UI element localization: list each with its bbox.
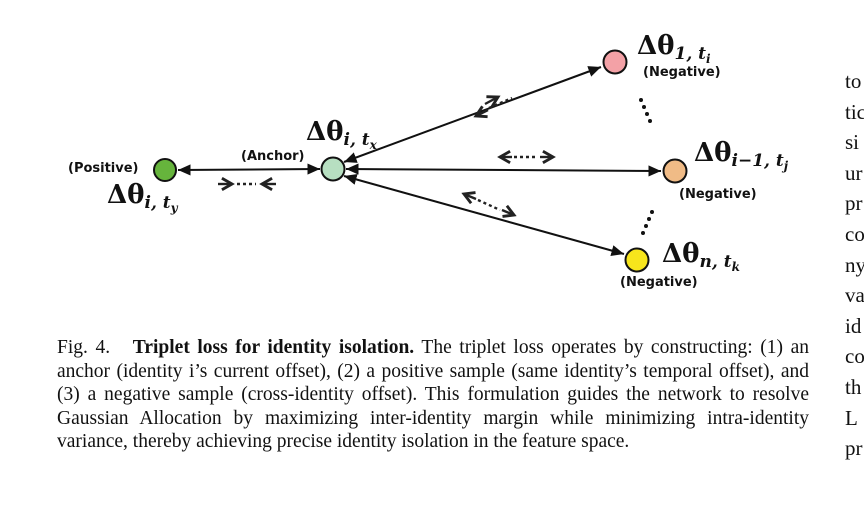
column-fragment-line: ny bbox=[845, 252, 864, 277]
caption-prefix: Fig. 4. bbox=[57, 337, 111, 358]
anchor-math-label: Δθi, tx bbox=[306, 117, 378, 152]
anchor-subscript: i, t bbox=[344, 130, 370, 150]
anchor-tag: (Anchor) bbox=[241, 149, 305, 164]
column-fragment-line: pr bbox=[845, 436, 863, 461]
edge-anchor-negn bbox=[343, 173, 625, 257]
column-fragment-line: tic bbox=[845, 99, 864, 124]
positive-node bbox=[153, 158, 177, 182]
column-fragment-line: id bbox=[845, 313, 862, 338]
positive-math-label: Δθi, ty bbox=[107, 180, 179, 215]
edge-anchor-positive bbox=[177, 163, 321, 176]
negative-i-minus-1-tag: (Negative) bbox=[679, 187, 757, 202]
column-fragment-line: co bbox=[845, 344, 864, 369]
push-apart-hint-neg1 bbox=[473, 95, 513, 119]
ellipsis-dots-lower bbox=[641, 210, 654, 235]
column-fragment-line: ur bbox=[845, 160, 863, 185]
positive-tag: (Positive) bbox=[68, 161, 139, 176]
negative-i-minus-1-math-label: Δθi−1, tj bbox=[694, 138, 789, 173]
edge-anchor-neg1 bbox=[343, 66, 602, 163]
negative-node-n bbox=[624, 247, 650, 273]
triplet-loss-diagram: (Anchor) Δθi, tx (Positive) Δθi, ty Δθ1,… bbox=[68, 31, 789, 290]
anchor-subsubscript: x bbox=[369, 138, 378, 152]
caption-body: The triplet loss operates by constructin… bbox=[57, 337, 809, 453]
negative-1-math-label: Δθ1, ti bbox=[637, 31, 711, 66]
caption-title: Triplet loss for identity isolation. bbox=[132, 337, 415, 358]
edge-anchor-neg2 bbox=[345, 163, 662, 177]
column-fragment-line: L bbox=[845, 405, 858, 430]
anchor-node bbox=[320, 156, 346, 182]
column-fragment-line: co bbox=[845, 221, 864, 246]
ellipsis-dots-upper bbox=[639, 98, 652, 123]
negative-n-math-label: Δθn, tk bbox=[662, 239, 740, 274]
negative-node-1 bbox=[602, 49, 628, 75]
anchor-symbol: Δθ bbox=[306, 117, 344, 147]
column-fragment-line: va bbox=[845, 283, 864, 308]
column-fragment-line: si bbox=[845, 130, 860, 155]
column-fragment-line: to bbox=[845, 69, 862, 93]
negative-1-tag: (Negative) bbox=[643, 65, 721, 80]
push-apart-hint-negn bbox=[461, 191, 517, 218]
column-fragment-line: pr bbox=[845, 191, 863, 216]
negative-node-i-minus-1 bbox=[662, 158, 688, 184]
figure-caption: Fig. 4. Triplet loss for identity isolat… bbox=[57, 336, 809, 454]
negative-n-tag: (Negative) bbox=[620, 275, 698, 290]
column-fragment-line: th bbox=[845, 374, 862, 399]
